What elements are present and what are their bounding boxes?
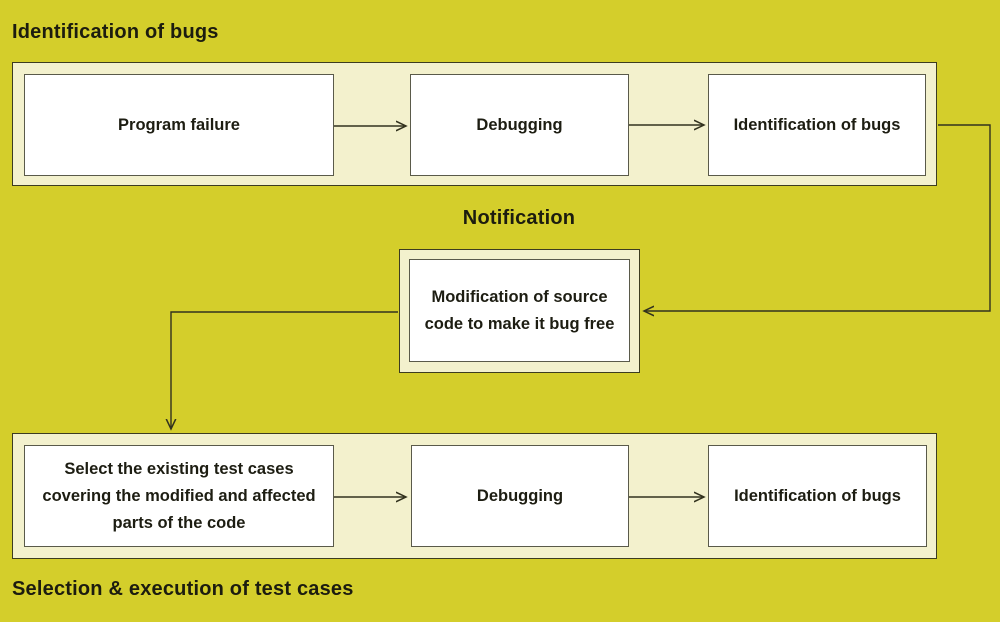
- node-identification-of-bugs-bottom: Identification of bugs: [708, 445, 927, 547]
- node-debugging-bottom: Debugging: [411, 445, 629, 547]
- node-modification-of-source-code: Modification of source code to make it b…: [409, 259, 630, 362]
- section-title-selection-execution: Selection & execution of test cases: [12, 578, 354, 600]
- node-debugging-top: Debugging: [410, 74, 629, 176]
- node-program-failure: Program failure: [24, 74, 334, 176]
- band-selection-execution-phase: Select the existing test cases covering …: [12, 433, 937, 559]
- band-identification-phase: Program failure Debugging Identification…: [12, 62, 937, 186]
- node-identification-of-bugs-top: Identification of bugs: [708, 74, 926, 176]
- node-modification-outer-frame: Modification of source code to make it b…: [399, 249, 640, 373]
- section-title-notification: Notification: [462, 207, 576, 229]
- connector-modification-to-selection-band: [171, 311, 398, 429]
- node-select-existing-test-cases: Select the existing test cases covering …: [24, 445, 334, 547]
- section-title-identification-of-bugs: Identification of bugs: [12, 21, 219, 43]
